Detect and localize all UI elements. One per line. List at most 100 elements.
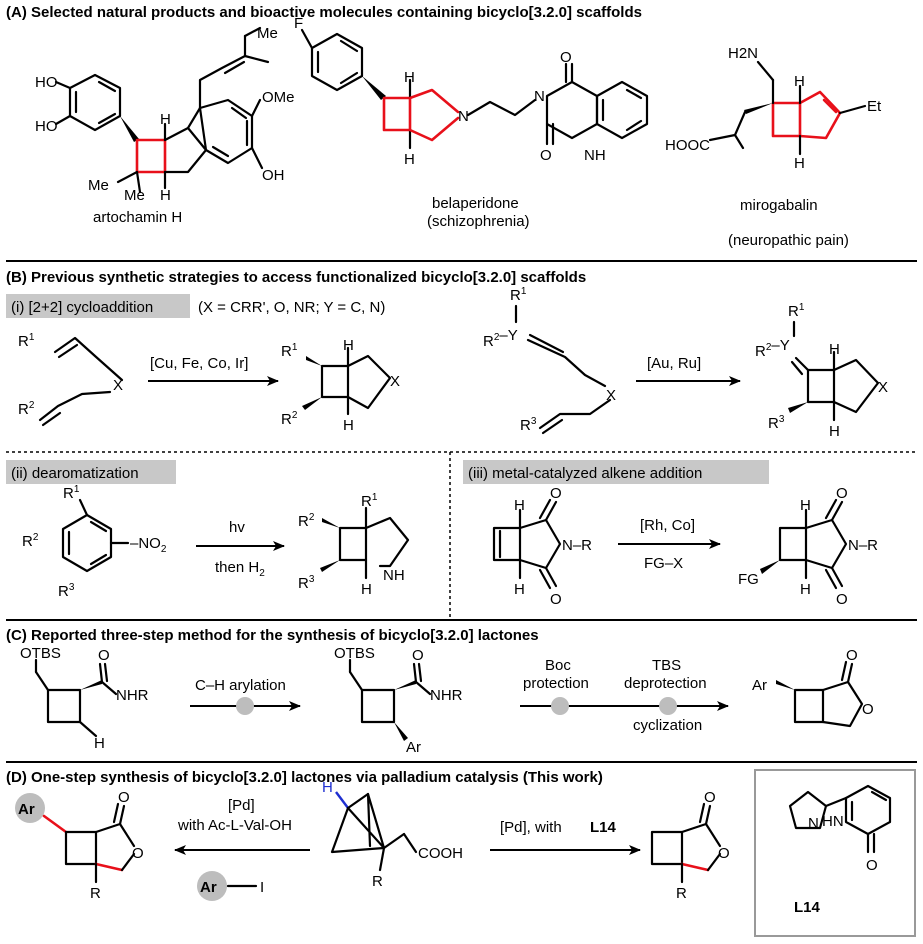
compound-subtitle-belaperidone: (schizophrenia): [427, 213, 530, 230]
lactone-d-right-structure: [650, 802, 722, 884]
atom-r-d3: R: [676, 885, 687, 902]
cond-iii-2: FG–X: [644, 555, 683, 572]
cond-ii-1: hv: [229, 519, 245, 536]
step-c-4: cyclization: [633, 717, 702, 734]
atom-ho-2: HO: [35, 118, 58, 135]
atom-o-d2: O: [132, 845, 144, 862]
belaperidone-structure: [300, 28, 649, 150]
atom-f: F: [294, 15, 303, 32]
ligand-box: [754, 769, 916, 937]
substrate-c-structure: [34, 658, 118, 738]
atom-n-l14: N: [808, 815, 819, 832]
atom-h-3: H: [404, 69, 415, 86]
cond-d-ligand: L14: [590, 819, 617, 836]
atom-ar-d2: Ar: [200, 879, 217, 896]
atom-h-b2: H: [343, 417, 354, 434]
atom-o-2: O: [540, 147, 552, 164]
atom-r2-e: R2: [22, 532, 39, 550]
atom-ar-c2: Ar: [752, 677, 767, 694]
atom-r1-f: R1: [361, 492, 378, 510]
step-circle-1: [236, 697, 254, 715]
step-c-1: C–H arylation: [195, 677, 286, 694]
atom-r2-c: R2–Y: [483, 327, 518, 350]
atom-r1-d: R1: [788, 302, 805, 320]
note-i: (X = CRR', O, NR; Y = C, N): [198, 299, 385, 316]
atom-h-5: H: [794, 73, 805, 90]
atom-otbs-2: OTBS: [334, 645, 375, 662]
atom-h2n: H2N: [728, 45, 758, 62]
atom-ar-c1: Ar: [406, 739, 421, 756]
atom-o-c2: O: [412, 647, 424, 664]
atom-o-c1: O: [98, 647, 110, 664]
atom-i: I: [260, 879, 264, 896]
atom-r1-e: R1: [63, 484, 80, 502]
atom-ar-d1: Ar: [18, 801, 35, 818]
atom-h-4: H: [404, 151, 415, 168]
section-a-title: (A) Selected natural products and bioact…: [6, 4, 642, 21]
atom-otbs-1: OTBS: [20, 645, 61, 662]
atom-h-d1: H: [829, 341, 840, 358]
atom-no2: –NO2: [130, 535, 167, 555]
atom-r3-c: R3: [520, 416, 537, 434]
atom-h-c1: H: [94, 735, 105, 752]
allene-structure: [514, 304, 612, 435]
atom-h-2: H: [160, 187, 171, 204]
compound-subtitle-mirogabalin: (neuropathic pain): [728, 232, 849, 249]
cond-iii-1: [Rh, Co]: [640, 517, 695, 534]
atom-nh-f: NH: [383, 567, 405, 584]
step-c-3b: deprotection: [624, 675, 707, 692]
artochamin-structure: [54, 26, 270, 194]
nitroarene-structure: [61, 498, 130, 573]
cond-d-left-1: [Pd]: [228, 797, 255, 814]
atom-r-d2: R: [372, 873, 383, 890]
product-i-2-structure: [788, 320, 880, 422]
step-circle-2: [551, 697, 569, 715]
atom-x-1: X: [113, 377, 123, 394]
atom-n-2: N: [534, 88, 545, 105]
ar-circle-reagent: [197, 871, 227, 901]
cond-d-left-2: with Ac-L-Val-OH: [177, 817, 292, 834]
atom-x-3: X: [606, 387, 616, 404]
atom-o-d3: O: [704, 789, 716, 806]
cyclobutene-imide-structure: [492, 498, 562, 590]
atom-h-6: H: [794, 155, 805, 172]
atom-h-1: H: [160, 111, 171, 128]
atom-oh: OH: [262, 167, 285, 184]
atom-o-h1: O: [836, 485, 848, 502]
product-i-1-structure: [302, 346, 392, 416]
compound-name-artochamin: artochamin H: [93, 209, 182, 226]
atom-o-d4: O: [718, 845, 730, 862]
atom-hooc: HOOC: [665, 137, 710, 154]
atom-r1-a: R1: [18, 332, 35, 350]
atom-cooh: COOH: [418, 845, 463, 862]
label-box-iii: [463, 460, 769, 484]
atom-r3-e: R3: [58, 582, 75, 600]
step-c-2a: Boc: [545, 657, 571, 674]
atom-o-c4: O: [862, 701, 874, 718]
atom-me-top: Me: [257, 25, 278, 42]
atom-r2-f: R2: [298, 512, 315, 530]
atom-o-1: O: [560, 49, 572, 66]
label-i: (i) [2+2] cycloaddition: [11, 299, 153, 316]
cond-d-right: [Pd], with: [500, 819, 562, 836]
atom-h-h1: H: [800, 497, 811, 514]
atom-ho-1: HO: [35, 74, 58, 91]
atom-h-g1: H: [514, 497, 525, 514]
step-c-2b: protection: [523, 675, 589, 692]
atom-n-1: N: [458, 108, 469, 125]
cond-i-1: [Cu, Fe, Co, Ir]: [150, 355, 248, 372]
atom-r2-a: R2: [18, 400, 35, 418]
intermediate-c-structure: [348, 658, 432, 741]
atom-nr-g: N–R: [562, 537, 592, 554]
atom-et: Et: [867, 98, 882, 115]
atom-fg: FG: [738, 571, 759, 588]
atom-me-1: Me: [88, 177, 109, 194]
compound-name-belaperidone: belaperidone: [432, 195, 519, 212]
atom-x-2: X: [390, 373, 400, 390]
atom-o-l14: O: [866, 857, 878, 874]
label-iii: (iii) metal-catalyzed alkene addition: [468, 465, 702, 482]
label-box-ii: [6, 460, 176, 484]
cond-i-2: [Au, Ru]: [647, 355, 701, 372]
atom-h-b1: H: [343, 337, 354, 354]
